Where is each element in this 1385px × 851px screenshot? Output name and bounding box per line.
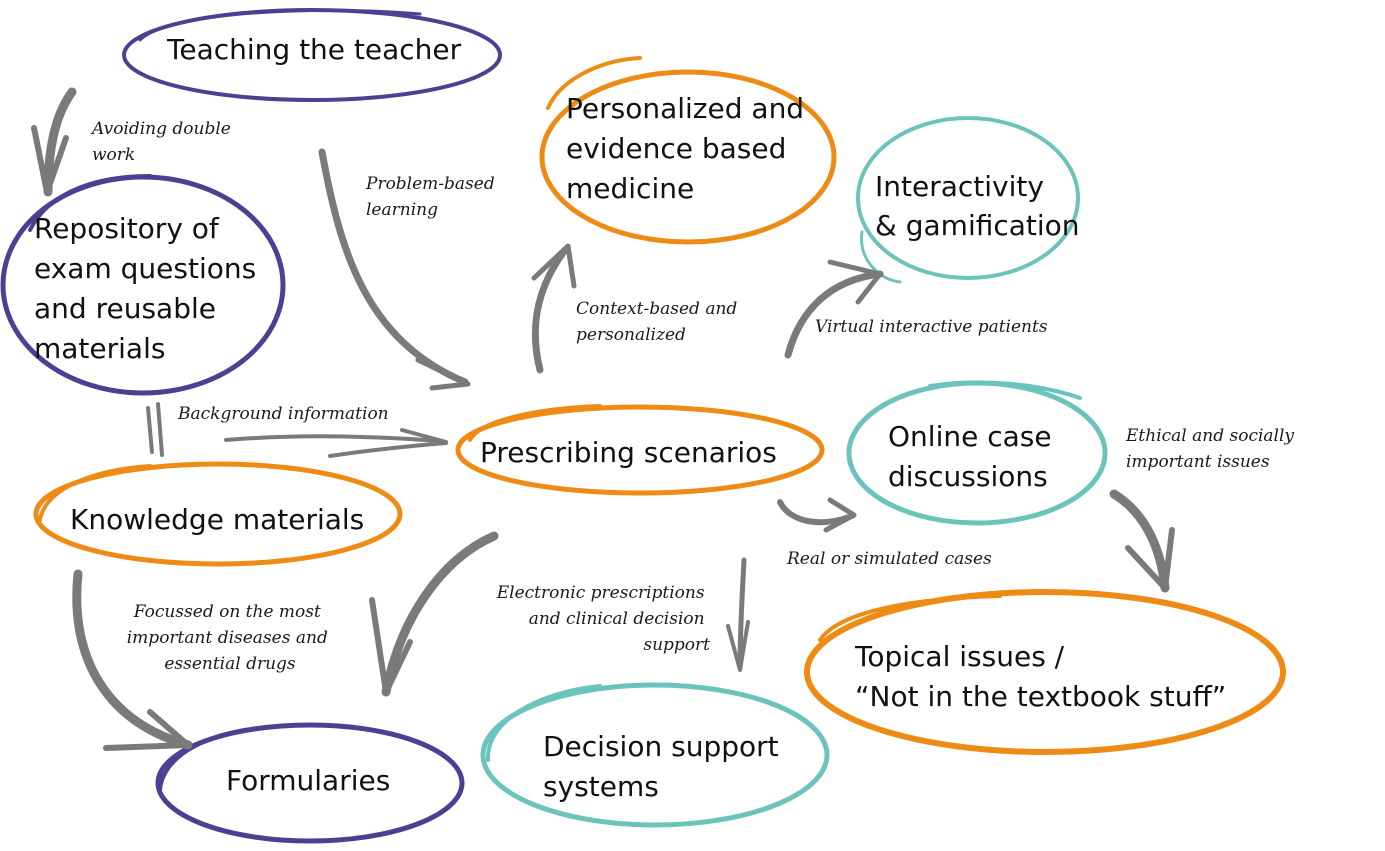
node-teaching: Teaching the teacher (122, 8, 502, 102)
topical-label: Topical issues / “Not in the textbook st… (854, 640, 1226, 713)
personalized-ring (539, 69, 837, 245)
prescribing-ring (455, 404, 825, 496)
prescribing-label: Prescribing scenarios (480, 436, 777, 469)
node-formularies: Formularies (155, 722, 465, 844)
topical-ring (804, 589, 1286, 755)
arrow-prescribing-to-interactivity (784, 259, 884, 359)
node-interactivity: Interactivity & gamification (856, 116, 1080, 284)
arrow-knowledge-to-formularies (72, 569, 193, 751)
connector-repository-knowledge (146, 402, 164, 457)
personalized-ring-overlap (546, 56, 642, 110)
knowledge-label: Knowledge materials (70, 503, 364, 536)
decision-label: Decision support systems (543, 730, 788, 803)
arrow-prescribing-to-formularies (369, 531, 499, 697)
edge-label-real: Real or simulated cases (786, 549, 992, 569)
edge-label-context: Context-based and personalized (576, 299, 743, 345)
edge-label-virtual: Virtual interactive patients (815, 317, 1048, 337)
repository-label: Repository of exam questions and reusabl… (34, 212, 265, 365)
node-online: Online case discussions (846, 380, 1108, 526)
edge-label-focussed: Focussed on the most important diseases … (127, 602, 333, 674)
knowledge-ring (33, 461, 403, 567)
arrow-teaching-to-prescribing (318, 148, 471, 391)
decision-ring (480, 682, 830, 828)
node-prescribing: Prescribing scenarios (455, 404, 825, 496)
topical-ring-overlap (818, 594, 1002, 642)
node-decision: Decision support systems (480, 682, 830, 828)
arrow-prescribing-to-decision (726, 557, 750, 672)
edge-label-background: Background information (177, 404, 389, 424)
arrow-repository-to-prescribing (224, 428, 448, 458)
interactivity-ring-overlap (860, 230, 902, 284)
online-ring-overlap (928, 380, 1082, 400)
knowledge-ring-overlap (38, 464, 152, 522)
node-knowledge: Knowledge materials (33, 461, 403, 567)
decision-ring-overlap (485, 684, 602, 762)
arrow-prescribing-to-personalized (531, 243, 577, 374)
formularies-ring (155, 722, 465, 844)
node-topical: Topical issues / “Not in the textbook st… (804, 589, 1286, 755)
node-repository: Repository of exam questions and reusabl… (0, 174, 286, 396)
online-label: Online case discussions (888, 420, 1061, 493)
node-personalized: Personalized and evidence based medicine (539, 56, 837, 245)
arrow-online-to-topical (1109, 489, 1175, 593)
edge-label-avoiding: Avoiding double work (90, 119, 236, 165)
formularies-label: Formularies (226, 764, 390, 797)
edge-label-problem: Problem-based learning (365, 174, 500, 220)
arrow-prescribing-to-online (777, 497, 857, 533)
personalized-label: Personalized and evidence based medicine (566, 92, 813, 205)
prescribing-ring-overlap (468, 404, 602, 442)
teaching-label: Teaching the teacher (166, 33, 462, 66)
online-ring (846, 380, 1108, 526)
interactivity-ring (856, 116, 1080, 280)
arrow-teaching-to-repository (31, 87, 77, 197)
interactivity-label: Interactivity & gamification (875, 170, 1080, 242)
edge-label-electronic: Electronic prescriptions and clinical de… (496, 583, 710, 655)
teaching-ring-overlap (138, 8, 422, 42)
edge-label-ethical: Ethical and socially important issues (1125, 426, 1299, 472)
repository-ring-overlap (28, 174, 152, 232)
formularies-ring-overlap (158, 726, 262, 792)
